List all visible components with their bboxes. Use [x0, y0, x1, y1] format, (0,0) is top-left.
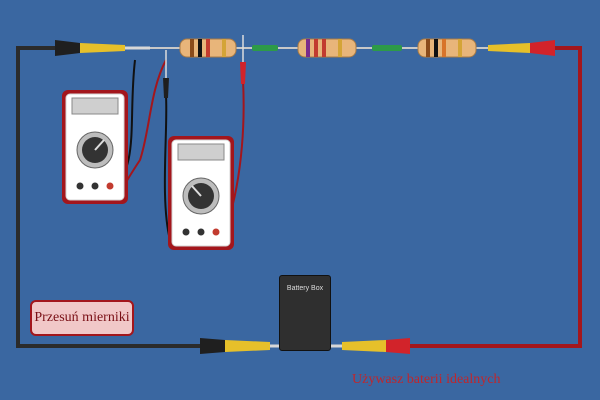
resistor-icon[interactable] [179, 38, 237, 58]
resistor-icon[interactable] [297, 38, 357, 58]
black-wire [16, 46, 205, 348]
fuse-icon [372, 45, 402, 51]
alligator-clip-icon[interactable] [488, 40, 555, 56]
resistor-icon[interactable] [417, 38, 477, 58]
battery-box-label: Battery Box [286, 285, 324, 292]
alligator-clip-icon[interactable] [331, 338, 410, 354]
fuse-icon [252, 45, 278, 51]
alligator-clip-icon[interactable] [55, 40, 150, 56]
red-wire [407, 46, 582, 348]
move-meters-button[interactable]: Przesuń mierniki [30, 300, 134, 336]
probe-icon[interactable] [163, 50, 169, 98]
alligator-clip-icon[interactable] [200, 338, 280, 354]
multimeter-icon[interactable] [168, 136, 234, 250]
ideal-battery-status: Używasz baterii idealnych [352, 372, 501, 387]
multimeter-icon[interactable] [62, 90, 128, 204]
probe-icon[interactable] [240, 35, 246, 84]
battery-box[interactable]: Battery Box [279, 275, 331, 351]
